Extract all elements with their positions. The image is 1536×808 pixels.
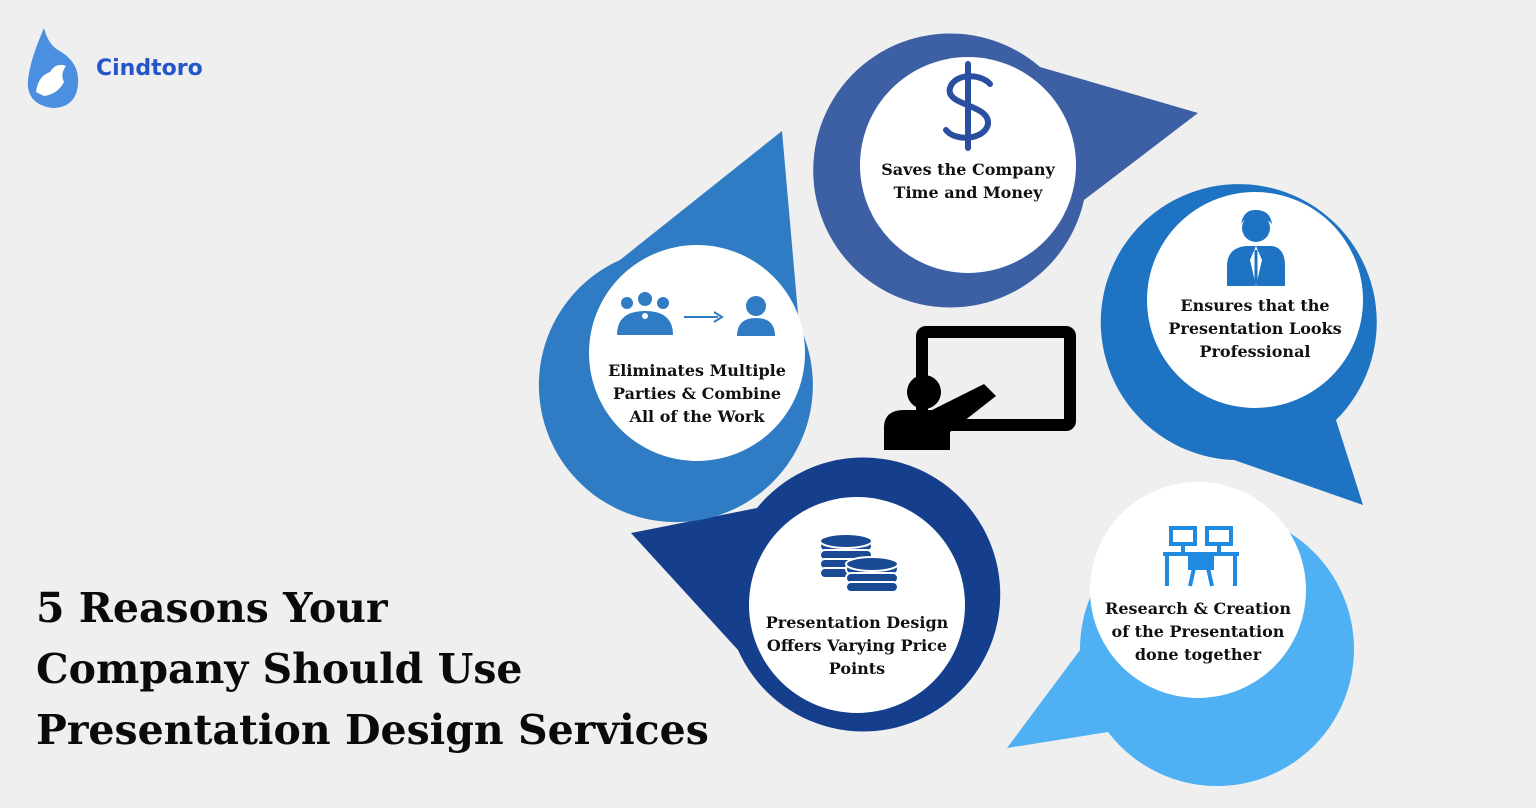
circle-professional xyxy=(1147,192,1363,408)
businessman-icon xyxy=(1227,209,1285,286)
reason-line: Professional xyxy=(1199,342,1311,361)
reason-line: Time and Money xyxy=(893,183,1043,202)
reason-line: Points xyxy=(828,659,886,678)
reason-label-eliminates-parties: Eliminates Multiple Parties & Combine Al… xyxy=(592,359,802,428)
reason-line: of the Presentation xyxy=(1111,622,1285,641)
headline-line: Company Should Use xyxy=(36,645,523,693)
reason-line: All of the Work xyxy=(629,407,765,426)
reason-line: Saves the Company xyxy=(881,160,1055,179)
reason-label-price-points: Presentation Design Offers Varying Price… xyxy=(752,611,962,680)
circle-price-points xyxy=(749,497,965,713)
headline-line: 5 Reasons Your xyxy=(36,584,388,632)
reason-label-professional: Ensures that the Presentation Looks Prof… xyxy=(1155,294,1355,363)
coins-icon xyxy=(819,533,899,593)
brand: Cindtoro xyxy=(24,28,203,108)
circle-research xyxy=(1090,482,1306,698)
presenter-at-board-icon xyxy=(884,326,1076,450)
headline: 5 Reasons Your Company Should Use Presen… xyxy=(36,578,756,761)
reason-line: Eliminates Multiple xyxy=(608,361,786,380)
reason-line: Presentation Design xyxy=(765,613,949,632)
bull-droplet-icon xyxy=(27,28,79,108)
brand-logo-space xyxy=(24,28,80,108)
reason-line: Offers Varying Price xyxy=(766,636,948,655)
reason-label-research: Research & Creation of the Presentation … xyxy=(1093,597,1303,666)
reason-line: done together xyxy=(1134,645,1262,664)
reason-line: Research & Creation xyxy=(1105,599,1291,618)
headline-line: Presentation Design Services xyxy=(36,706,709,754)
circle-eliminates-parties xyxy=(589,245,805,461)
circle-saves-money xyxy=(860,57,1076,273)
reason-line: Ensures that the xyxy=(1180,296,1330,315)
workstations-icon xyxy=(1163,526,1239,587)
brand-name: Cindtoro xyxy=(96,55,203,81)
team-to-one-icon xyxy=(617,292,775,336)
reason-label-saves-money: Saves the Company Time and Money xyxy=(868,158,1068,204)
dollar-icon xyxy=(943,61,993,151)
reason-line: Parties & Combine xyxy=(612,384,782,403)
reason-line: Presentation Looks xyxy=(1168,319,1342,338)
